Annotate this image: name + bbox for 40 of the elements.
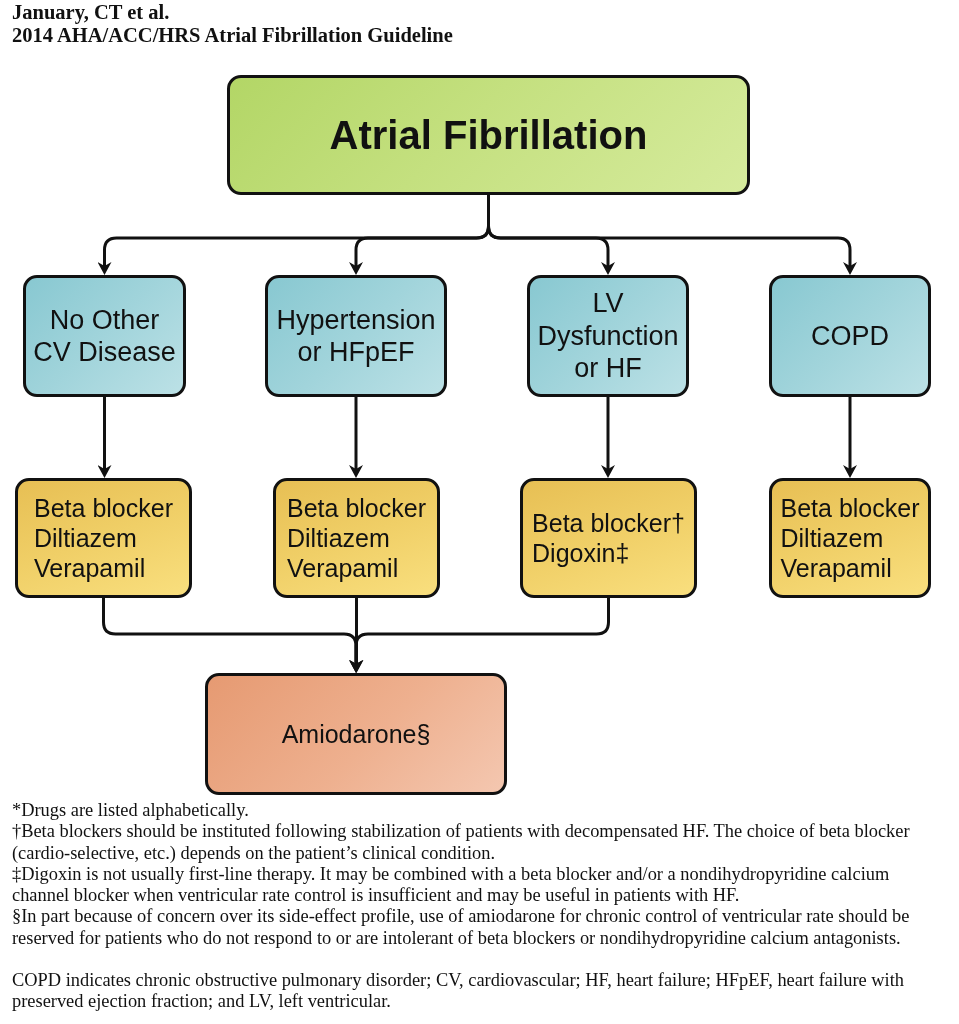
therapy-box: [273, 478, 440, 598]
drug-name: Verapamil: [34, 553, 146, 583]
box-title: Atrial Fibrillation: [329, 112, 648, 159]
abbreviation-note: COPD indicates chronic obstructive pulmonary disorder; CV, cardiovascular; HF, heart failure; HFpEF, heart failure with preserved ejection fraction; and LV, left ventricular.: [12, 970, 905, 1013]
therapy-box: [520, 478, 697, 598]
drug-name: Beta blocker: [780, 493, 920, 523]
arrow: [601, 397, 615, 478]
drug-name: Beta blocker: [34, 493, 173, 523]
box-label: LV Dysfunction or HF: [536, 287, 680, 385]
guideline-title: 2014 AHA/ACC/HRS Atrial Fibrillation Guideline: [12, 24, 453, 47]
arrow: [349, 397, 363, 478]
arrow: [487, 195, 857, 275]
box-label: No Other CV Disease: [32, 303, 177, 369]
drug-name: Beta blocker: [287, 493, 426, 523]
drug-name: Diltiazem: [34, 523, 137, 553]
drug-name: Diltiazem: [287, 523, 390, 553]
footnote: ‡Digoxin is not usually first-line therapy. It may be combined with a beta blocker and/or a nondihydropyridine calcium channel blocker when ventricular rate control is insufficient and may be useful in patients with HF.: [12, 863, 891, 907]
drug-name: Diltiazem: [780, 523, 884, 553]
condition-box: [769, 275, 931, 397]
drug-name: Digoxin‡: [532, 538, 630, 568]
footnote: †Beta blockers should be instituted following stabilization of patients with decompensated HF. The choice of beta blocker (cardio-selective, etc.) depends on the patient’s clinical condition.: [12, 821, 911, 864]
arrow: [843, 397, 857, 478]
diagnosis-box: [227, 75, 750, 195]
drug-name: Verapamil: [287, 553, 399, 583]
therapy-box: [769, 478, 931, 598]
arrow: [349, 598, 610, 673]
author-line: January, CT et al.: [12, 1, 170, 24]
box-label: Hypertension or HFpEF: [275, 303, 437, 369]
condition-box: [527, 275, 689, 397]
condition-box: [23, 275, 186, 397]
box-label: COPD: [811, 319, 889, 353]
footnote: *Drugs are listed alphabetically.: [12, 800, 250, 822]
drug-name: Amiodarone§: [281, 719, 431, 749]
condition-box: [265, 275, 447, 397]
arrow: [97, 397, 112, 478]
therapy-box: [205, 673, 507, 795]
drug-name: Verapamil: [780, 553, 892, 583]
drug-name: Beta blocker†: [532, 508, 685, 538]
therapy-box: [15, 478, 192, 598]
footnote: §In part because of concern over its side-effect profile, use of amiodarone for chronic control of ventricular rate should be reserved for patients who do not respond to or are intolerant of beta blockers or nondihydropyridine calcium antagonists.: [12, 906, 911, 950]
